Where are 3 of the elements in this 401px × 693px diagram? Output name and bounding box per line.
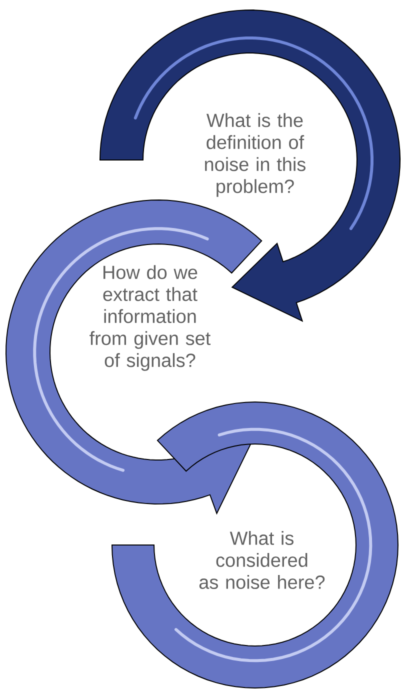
question-text: What is the definition of noise in this problem? — [205, 113, 306, 197]
question-text: How do we extract that information from given set of signals? — [90, 265, 211, 371]
question-text: What is considered as noise here? — [199, 531, 325, 589]
